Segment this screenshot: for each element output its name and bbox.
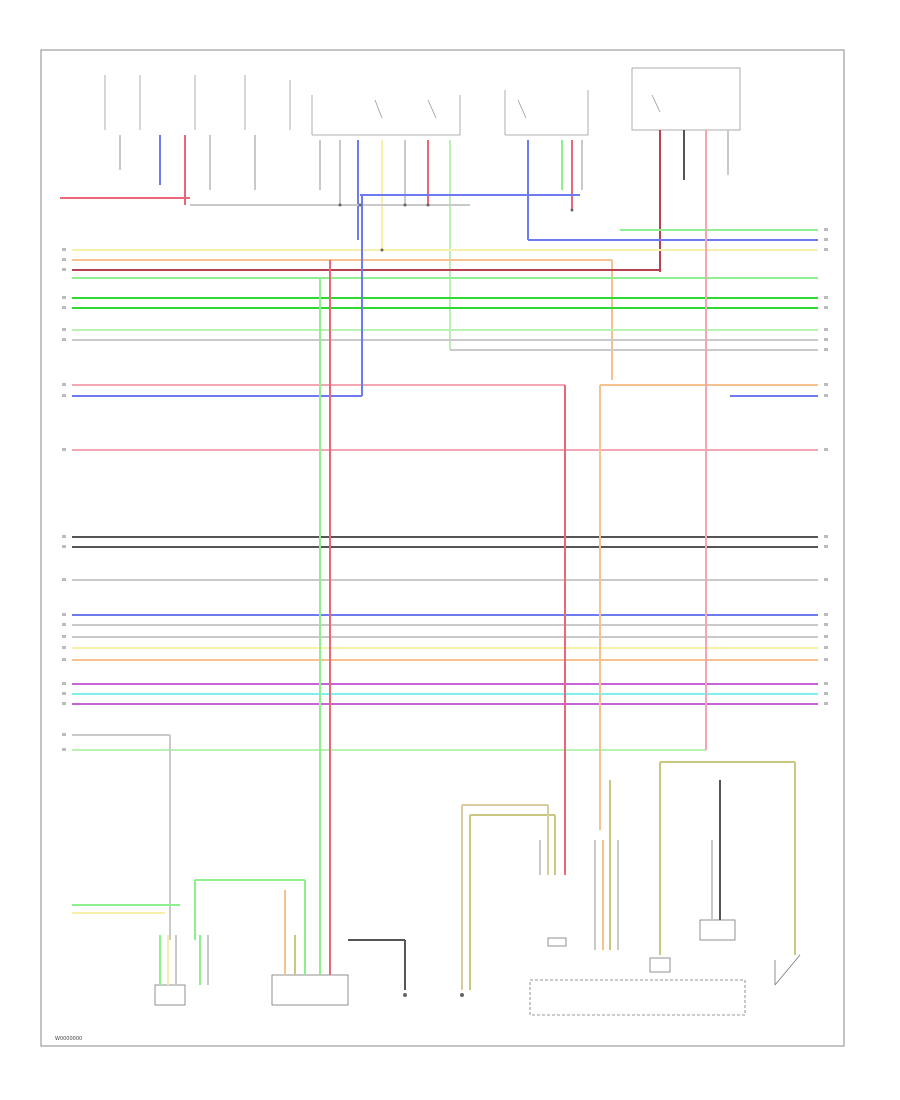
fuel-pump-control-unit-box: [271, 974, 349, 1006]
bus-wires: [60, 194, 818, 751]
vertical-trunks: [72, 130, 796, 990]
right-pin-labels: [824, 228, 828, 705]
diagram-ref-code: W0000000: [55, 1036, 82, 1042]
fuel-pump-module-box: [154, 984, 186, 1006]
bottom-components: [154, 919, 801, 1016]
left-pin-labels: [62, 248, 66, 751]
diagram-frame: [40, 49, 845, 1047]
splice-points: [338, 203, 574, 997]
bottom-connector-stubs: [159, 840, 796, 990]
top-wire-drops: [119, 130, 729, 750]
top-connectors: [104, 67, 741, 136]
